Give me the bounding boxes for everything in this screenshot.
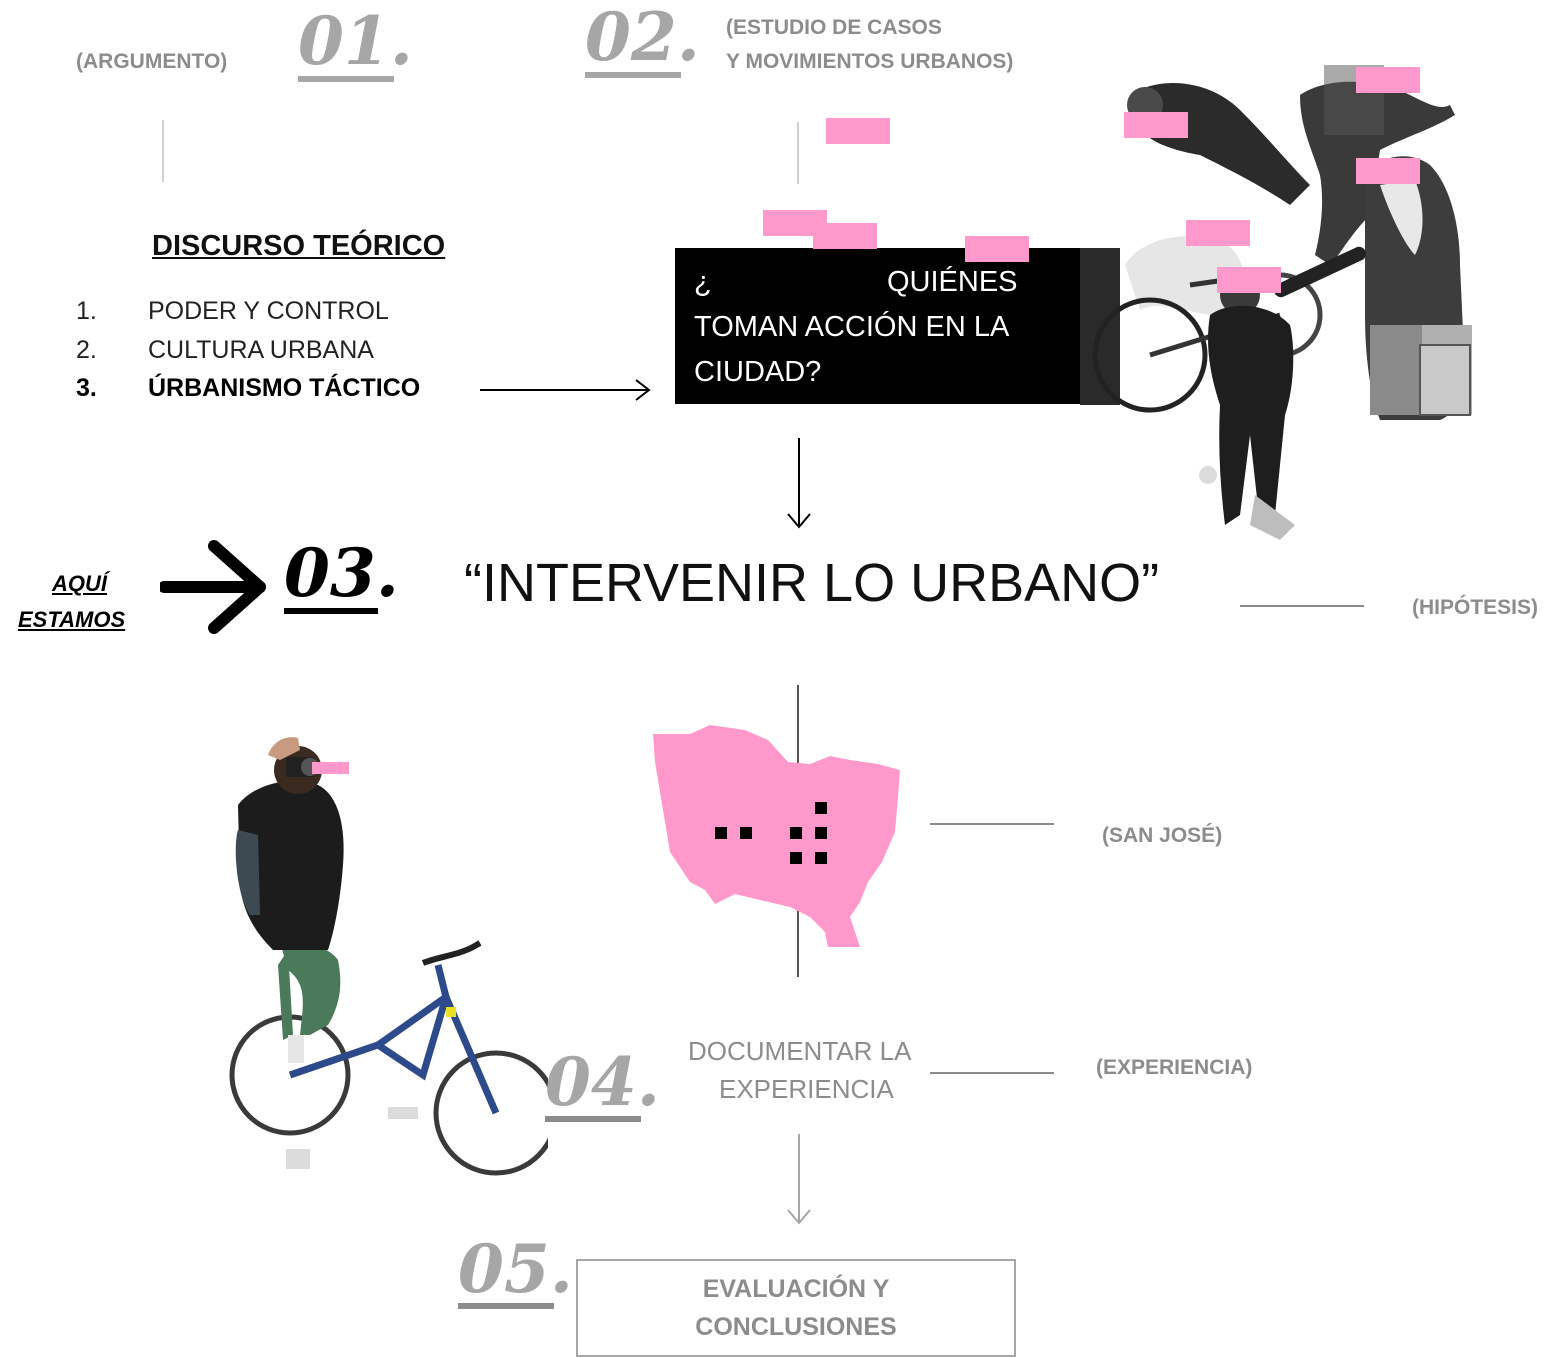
step1-number-underline (298, 76, 394, 82)
cyclist-photo (229, 737, 548, 1176)
step5-line1: EVALUACIÓN Y (702, 1275, 890, 1303)
hypothesis-label: (HIPÓTESIS) (1412, 596, 1539, 619)
pink-bar (813, 223, 877, 249)
pink-bar (1186, 220, 1250, 246)
step2-number: 02. (585, 0, 700, 76)
theory-title: DISCURSO TEÓRICO (152, 230, 446, 262)
theory-item-number: 1. (76, 297, 97, 325)
hypothesis-connector (1240, 605, 1364, 607)
step1-label: (ARGUMENTO) (76, 50, 228, 73)
here-label-line2: ESTAMOS (18, 607, 126, 632)
pink-bar (312, 762, 349, 774)
step4-line2: EXPERIENCIA (719, 1074, 894, 1104)
question-who: QUIÉNES (887, 266, 1018, 298)
group-photo (1080, 65, 1472, 540)
step2-label-line1: (ESTUDIO DE CASOS (726, 16, 942, 39)
step1-connector (162, 120, 164, 182)
theory-item-number: 2. (76, 336, 97, 364)
step5-number-underline (458, 1303, 554, 1309)
pink-bar (965, 236, 1029, 262)
question-mark: ¿ (694, 266, 712, 298)
bold-arrow-right-icon (160, 540, 266, 634)
question-line3: CIUDAD? (694, 356, 822, 388)
arrow-down-icon (787, 438, 811, 529)
pink-bar (1124, 112, 1188, 138)
theory-item-text: ÚRBANISMO TÁCTICO (148, 374, 421, 402)
arrow-right-icon (480, 379, 651, 401)
theory-item-3: 3. ÚRBANISMO TÁCTICO (76, 374, 476, 404)
step5-line2: CONCLUSIONES (695, 1313, 897, 1341)
theory-item-1: 1. PODER Y CONTROL (76, 297, 456, 327)
step3-title: “INTERVENIR LO URBANO” (464, 553, 1160, 613)
step5-number: 05. (458, 1230, 573, 1308)
theory-item-2: 2. CULTURA URBANA (76, 336, 456, 366)
step4-number: 04. (545, 1043, 660, 1121)
question-box: ¿ QUIÉNES TOMAN ACCIÓN EN LA CIUDAD? (675, 248, 1089, 404)
pink-bar (1356, 158, 1420, 184)
question-line2: TOMAN ACCIÓN EN LA (694, 311, 1010, 343)
question-line1: ¿ QUIÉNES (694, 260, 1084, 305)
experience-connector (930, 1072, 1054, 1074)
theory-item-text: PODER Y CONTROL (148, 297, 389, 325)
arrow-down-icon (787, 1134, 811, 1225)
experience-label: (EXPERIENCIA) (1096, 1056, 1253, 1079)
here-label-line1: AQUÍ (52, 571, 107, 596)
theory-item-number: 3. (76, 374, 97, 402)
san-jose-map (653, 725, 900, 947)
conclusions-box: EVALUACIÓN Y CONCLUSIONES (576, 1259, 1016, 1357)
pink-bar (1356, 67, 1420, 93)
map-label: (SAN JOSÉ) (1102, 824, 1223, 847)
step3-number: 03. (284, 534, 399, 612)
map-label-connector (930, 823, 1054, 825)
step2-number-underline (585, 72, 681, 78)
step3-number-underline (284, 608, 378, 614)
step2-label-line2: Y MOVIMIENTOS URBANOS) (726, 50, 1014, 73)
pink-bar (826, 118, 890, 144)
theory-item-text: CULTURA URBANA (148, 336, 374, 364)
step4-number-underline (545, 1116, 641, 1122)
step4-line1: DOCUMENTAR LA (688, 1036, 912, 1066)
step2-connector (797, 122, 799, 184)
pink-bar (1217, 267, 1281, 293)
step1-number: 01. (298, 2, 413, 80)
